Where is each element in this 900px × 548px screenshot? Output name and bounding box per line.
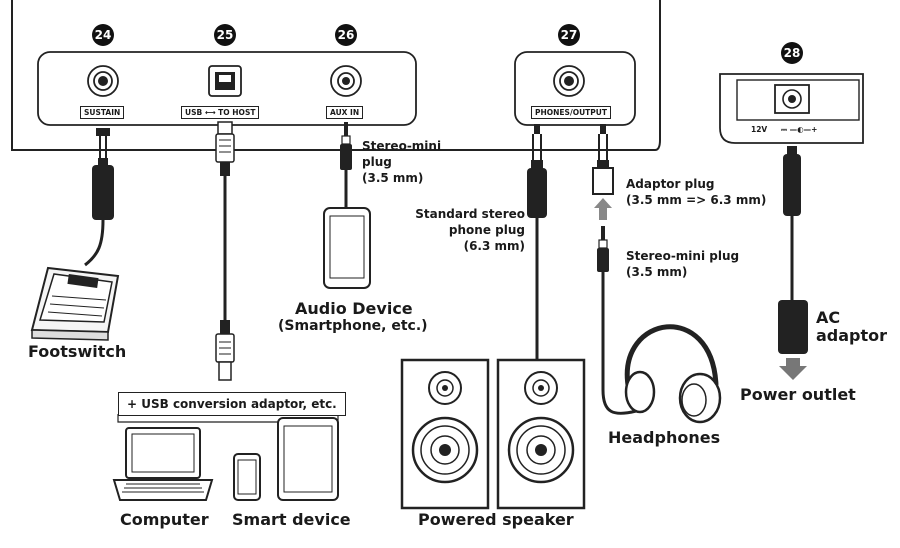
ac-adaptor-icon [778, 300, 808, 354]
audio-device-smartphone-icon [323, 207, 371, 289]
dc-in-jack-icon [774, 84, 810, 114]
usb-note-box: + USB conversion adaptor, etc. [118, 392, 346, 416]
sustain-jack-label: SUSTAIN [80, 106, 125, 119]
usb-a-plug-icon [215, 320, 235, 381]
dc-polarity-label: ⎓ —◐—+ [778, 124, 821, 136]
headphones-label: Headphones [608, 428, 721, 447]
aux-jack-icon [330, 65, 362, 97]
power-outlet-arrow-icon [779, 358, 807, 380]
powered-speaker-label: Powered speaker [418, 510, 574, 529]
speaker-right-icon [496, 358, 586, 510]
phones-jack-label: PHONES/OUTPUT [531, 106, 611, 119]
aux-jack-label: AUX IN [326, 106, 364, 119]
tablet-icon [277, 417, 339, 501]
badge-28: 28 [781, 42, 803, 64]
badge-26: 26 [335, 24, 357, 46]
insert-arrow-icon [594, 198, 612, 220]
footswitch-icon [30, 266, 120, 341]
ac-adaptor-label-line2: adaptor [816, 326, 888, 345]
audio-device-sublabel: (Smartphone, etc.) [278, 318, 428, 334]
usb-port-icon [208, 65, 242, 97]
footswitch-cable [84, 219, 105, 267]
audio-device-label: Audio Device [295, 299, 413, 318]
aux-stereo-mini-plug-icon [340, 122, 352, 170]
adaptor-plug-icon [592, 124, 614, 195]
standard-stereo-plug-icon [527, 124, 547, 218]
sustain-jack-icon [87, 65, 119, 97]
dc-plug-icon [783, 146, 801, 216]
stereo-mini-plug-1-line1: Stereo-mini [362, 139, 442, 153]
standard-plug-line2: phone plug [448, 223, 525, 237]
laptop-icon [112, 427, 214, 501]
stereo-mini-plug-2-line1: Stereo-mini plug [626, 249, 740, 263]
usb-note-bracket [117, 414, 339, 423]
headphones-icon [624, 324, 722, 424]
stereo-mini-plug-1-line3: (3.5 mm) [362, 171, 424, 185]
badge-27: 27 [558, 24, 580, 46]
adaptor-plug-line2: (3.5 mm => 6.3 mm) [626, 193, 767, 207]
footswitch-label: Footswitch [28, 342, 127, 361]
footswitch-plug-icon [92, 128, 114, 220]
phones-jack-icon [553, 65, 585, 97]
stereo-mini-plug-1-line2: plug [362, 155, 392, 169]
usb-b-plug-icon [215, 121, 235, 176]
standard-plug-line3: (6.3 mm) [463, 239, 525, 253]
headphone-cable [601, 272, 641, 415]
dc-voltage-label: 12V [748, 124, 771, 135]
headphone-stereo-mini-plug-icon [597, 226, 609, 272]
instrument-body-outline [11, 0, 661, 151]
adaptor-plug-line1: Adaptor plug [626, 177, 715, 191]
ac-adaptor-label-line1: AC [816, 308, 841, 327]
smartphone-icon [233, 453, 261, 501]
speaker-left-icon [400, 358, 490, 510]
computer-label: Computer [120, 510, 209, 529]
usb-jack-label: USB ⟷ TO HOST [181, 106, 260, 119]
standard-plug-line1: Standard stereo [415, 207, 525, 221]
power-outlet-label: Power outlet [740, 385, 856, 404]
smart-device-label: Smart device [232, 510, 351, 529]
badge-24: 24 [92, 24, 114, 46]
stereo-mini-plug-2-line2: (3.5 mm) [626, 265, 688, 279]
badge-25: 25 [214, 24, 236, 46]
